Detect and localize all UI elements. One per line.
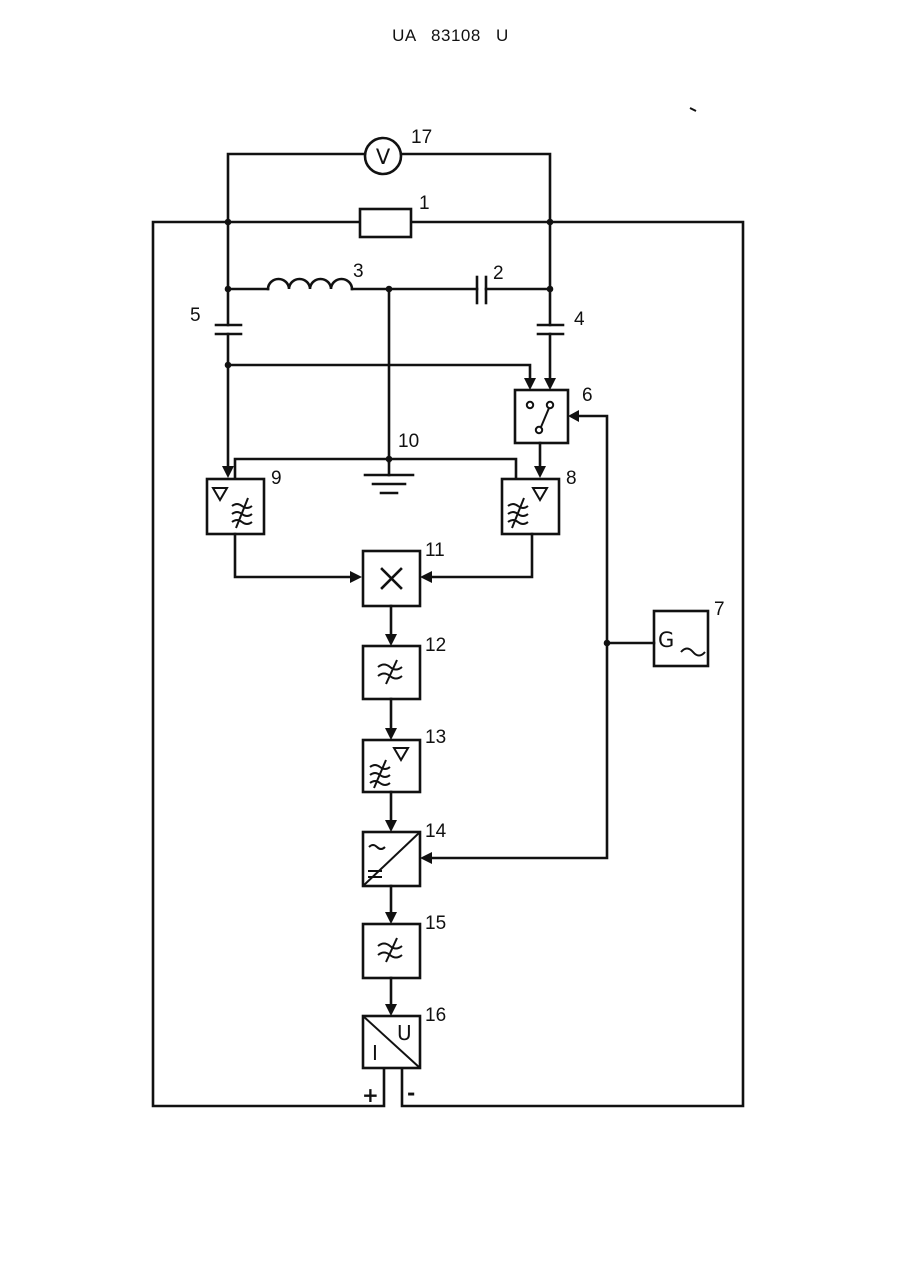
converter-16: I U [363,1016,420,1068]
reference-labels: 17 1 3 2 5 4 6 10 9 8 11 7 12 13 14 15 1… [190,127,725,1107]
label-7: 7 [714,599,725,620]
lc-row [228,277,550,462]
generator-letter: G [658,628,674,652]
label-10: 10 [398,431,419,452]
converter-u-letter: U [397,1021,412,1045]
minus-terminal: - [407,1081,415,1105]
label-11: 11 [425,540,445,561]
converter-i-letter: I [372,1041,378,1065]
generator-7: G [607,611,708,666]
rectifier-14 [363,832,420,886]
plus-terminal: + [362,1083,379,1107]
capacitor-4 [538,325,563,380]
multiplier-11 [363,551,420,606]
label-13: 13 [425,727,446,748]
label-8: 8 [566,468,577,489]
label-14: 14 [425,821,447,842]
label-9: 9 [271,468,282,489]
label-12: 12 [425,635,446,656]
filter-15 [363,924,420,978]
label-16: 16 [425,1005,446,1026]
scan-mark [690,108,696,111]
label-1: 1 [419,193,430,214]
label-15: 15 [425,913,446,934]
label-17: 17 [411,127,432,148]
filter-12 [363,646,420,699]
label-6: 6 [582,385,593,406]
label-3: 3 [353,261,364,282]
switch-6 [515,390,579,478]
voltmeter-letter: V [376,145,391,169]
block-9 [207,479,264,534]
capacitor-5 [216,325,241,468]
label-2: 2 [493,263,504,284]
resistor-1 [228,209,550,237]
label-4: 4 [574,309,585,330]
block-8 [502,479,559,534]
amplifier-13 [363,740,420,792]
label-5: 5 [190,305,201,326]
